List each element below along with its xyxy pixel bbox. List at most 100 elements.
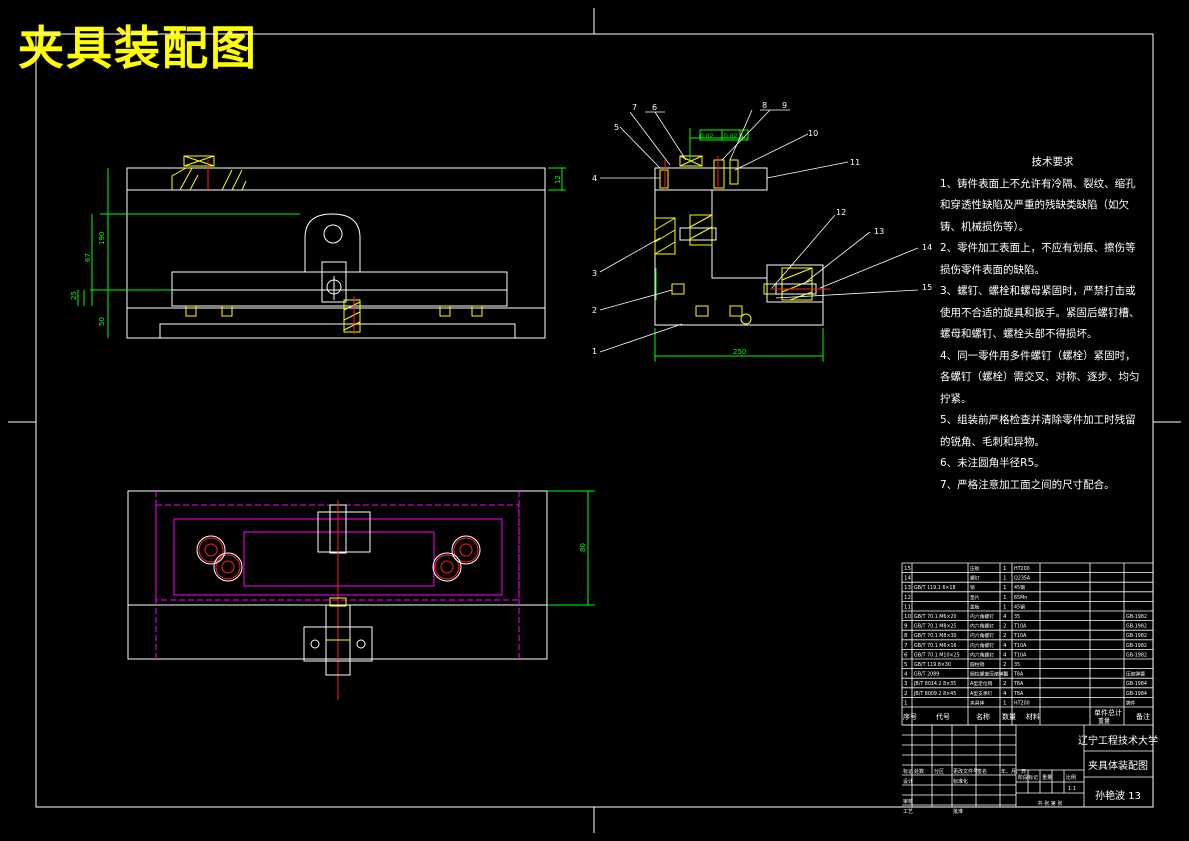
tech-item-4: 4、同一零件用多件螺钉（螺栓）紧固时，各螺钉（螺栓）需交叉、对称、逐步、均匀拧紧… (940, 349, 1140, 405)
parts-header-4: 材料 (1026, 712, 1040, 721)
parts-header-weight: 重量 (1098, 717, 1110, 725)
parts-row-code: GB/T 70.1 M6×16 (914, 643, 957, 649)
centering-marks (8, 8, 1181, 833)
parts-row-no: 4 (904, 672, 908, 678)
tb-label-approve: 批准 (953, 808, 963, 815)
drawing-title: 夹具装配图 (18, 21, 258, 75)
tb-label-date: 年、月、日 (1001, 768, 1026, 775)
plan-pin-outlines (196, 535, 481, 582)
parts-row-name: 内六角螺钉 (970, 632, 994, 639)
parts-row-name: 压板 (970, 565, 980, 572)
tb-drawing-name: 夹具体装配图 (1088, 759, 1148, 772)
balloon-numbers: 1 2 3 4 5 6 7 8 9 10 11 12 13 14 15 (592, 101, 932, 356)
parts-row-no: 2 (904, 691, 908, 697)
tb-label-scale-value: 1:1 (1068, 786, 1076, 792)
parts-row-material: T8A (1013, 672, 1024, 678)
parts-row-material: T10A (1013, 643, 1027, 649)
tb-label-mark: 标记 (903, 768, 913, 775)
balloon-13: 13 (874, 227, 884, 236)
parts-row-remark: GB-1982 (1126, 633, 1147, 639)
parts-row-name: A型支承钉 (970, 690, 993, 697)
parts-row-qty: 1 (1003, 595, 1007, 601)
tb-label-sign: 签名 (977, 768, 987, 775)
tb-designer: 孙艳波 13 (1095, 789, 1141, 802)
parts-header-2: 名称 (976, 712, 990, 721)
side-view: 250 0.02 0.02 A (654, 128, 830, 362)
balloon-2: 2 (592, 306, 597, 315)
parts-row-name: 销 (970, 584, 975, 591)
parts-row-material: T10A (1013, 633, 1027, 639)
parts-row-qty: 4 (1003, 643, 1007, 649)
balloon-7: 7 (632, 103, 637, 112)
parts-row-qty: 2 (1003, 662, 1007, 668)
parts-row-qty: 1 (1003, 672, 1007, 678)
parts-row-name: 内六角螺钉 (970, 613, 994, 620)
parts-row-qty: 2 (1003, 633, 1007, 639)
parts-row-name: 垫片 (970, 594, 980, 601)
parts-row-remark: GB-1984 (1126, 681, 1147, 687)
dim-label-80: 80 (579, 543, 587, 552)
parts-row-code: JB/T 8014.2 8×35 (913, 681, 956, 687)
parts-row-material: 45钢 (1014, 584, 1025, 591)
tb-label-weight: 重量 (1042, 774, 1052, 781)
parts-row-material: 65Mn (1014, 595, 1027, 601)
parts-header-1: 代号 (936, 712, 950, 721)
dim-label-25: 25 (70, 291, 78, 300)
balloon-10: 10 (808, 129, 818, 138)
dim-label-67: 67 (84, 253, 92, 262)
tech-item-3: 3、螺钉、螺栓和螺母紧固时，严禁打击或使用不合适的旋具和扳手。紧固后螺钉槽、螺母… (940, 285, 1140, 340)
dim-label-190: 190 (98, 232, 106, 245)
parts-row-code: GB/T 70.1 M8×30 (914, 633, 957, 639)
parts-row-no: 13 (904, 585, 911, 591)
parts-row-name: 圆柱销 (970, 661, 985, 668)
tech-requirements-title: 技术要求 (1031, 156, 1074, 168)
tb-label-design: 设计 (903, 778, 913, 785)
tb-label-process: 工艺 (903, 809, 913, 815)
parts-row-no: 8 (904, 633, 908, 639)
parts-row-material: Q235A (1014, 576, 1031, 582)
parts-header-5: 单件 (1094, 708, 1108, 717)
front-body (126, 167, 546, 339)
parts-row-remark: 铸件 (1126, 699, 1136, 706)
parts-row-no: 14 (904, 576, 911, 582)
front-support-pins (185, 305, 483, 317)
parts-row-code: GB/T 119 8×30 (914, 662, 951, 668)
balloon-1: 1 (592, 347, 597, 356)
parts-row-material: T8A (1013, 691, 1024, 697)
parts-row-qty: 4 (1003, 652, 1007, 658)
parts-row-no: 11 (904, 604, 911, 610)
parts-row-qty: 1 (1003, 576, 1007, 582)
technical-requirements: 技术要求 1、铸件表面上不允许有冷隔、裂纹、缩孔和穿透性缺陷及严重的残缺类缺陷（… (940, 152, 1145, 496)
tb-label-stage: 阶段标记 (1018, 774, 1038, 781)
balloon-15: 15 (922, 283, 932, 292)
parts-row-qty: 4 (1003, 614, 1007, 620)
plan-clamp (303, 626, 373, 662)
dim-label-12: 12 (554, 175, 562, 184)
plan-view: 80 (127, 490, 595, 700)
front-lever (304, 213, 361, 272)
tb-label-change-doc: 更改文件号 (953, 768, 978, 775)
front-dimensions (77, 167, 566, 338)
parts-row-qty: 2 (1003, 624, 1007, 630)
parts-row-no: 3 (904, 681, 908, 687)
parts-row-remark: 压缩弹簧 (1126, 671, 1145, 678)
parts-row-no: 15 (904, 566, 911, 572)
tb-label-sheets: 共 张 第 张 (1038, 800, 1063, 807)
balloon-3: 3 (592, 269, 597, 278)
balloon-4: 4 (592, 174, 597, 183)
tolerance-label-a: 0.02 (700, 133, 714, 140)
dim-label-250: 250 (733, 348, 746, 356)
balloon-leaders (599, 109, 919, 353)
parts-row-qty: 1 (1003, 700, 1007, 706)
balloon-6: 6 (652, 103, 657, 112)
parts-row-name: 圆柱螺旋压缩弹簧 (970, 671, 1009, 678)
parts-row-name: 螺钉 (970, 575, 980, 582)
parts-row-material: T10A (1013, 624, 1027, 630)
balloon-5: 5 (614, 123, 619, 132)
parts-row-code: GB/T 70.1 M10×25 (914, 652, 960, 658)
parts-header-0: 序号 (903, 712, 917, 721)
parts-row-material: 35 (1014, 614, 1020, 620)
parts-row-qty: 1 (1003, 566, 1007, 572)
parts-row-material: HT200 (1014, 700, 1030, 706)
parts-header-7: 备注 (1136, 712, 1150, 721)
